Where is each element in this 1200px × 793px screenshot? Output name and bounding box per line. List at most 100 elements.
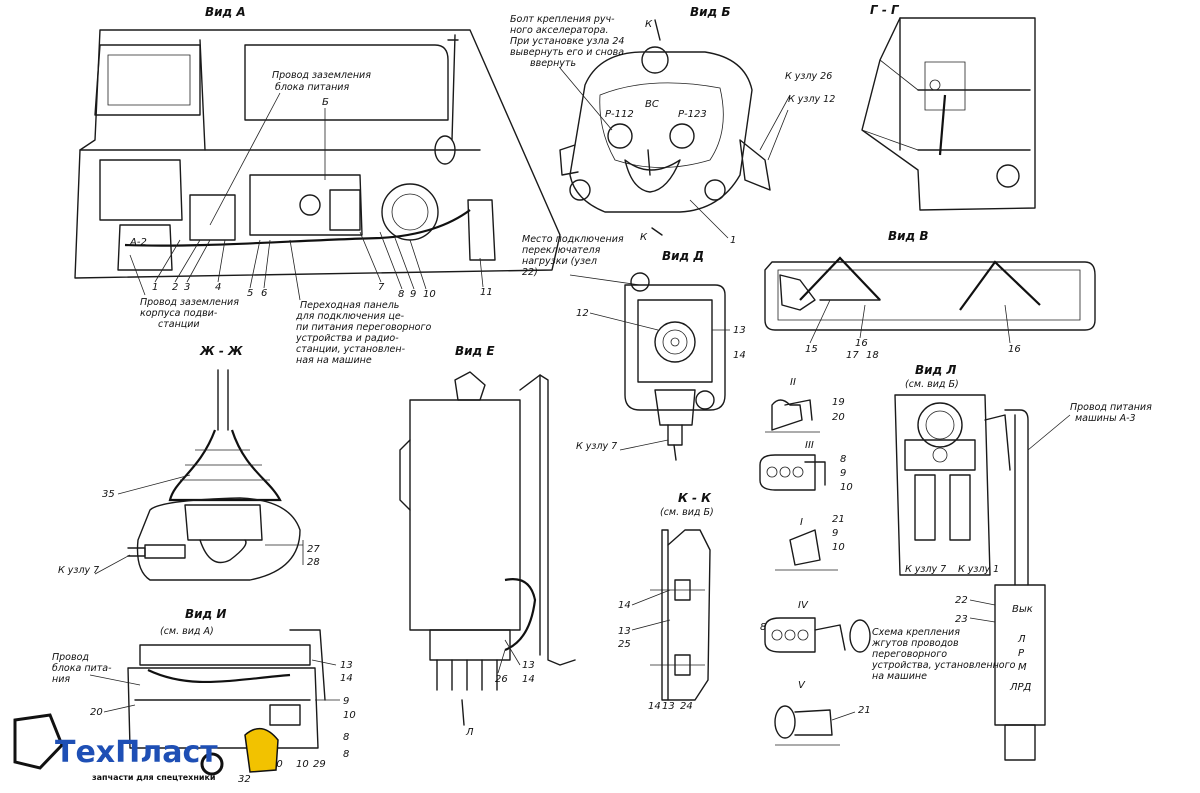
to-node1-l-label: К узлу 1 [958, 564, 999, 575]
sec-iv-label: IV [798, 600, 809, 611]
a-num-3: 3 [184, 282, 190, 293]
view-b-title: Вид Б [690, 5, 731, 19]
zh-num-27: 27 [307, 544, 320, 555]
kk-num-13b: 13 [662, 701, 675, 712]
route-note-3: переговорного [872, 649, 947, 660]
i-num-10b: 10 [296, 759, 309, 770]
adapter-note-1: Переходная панель [300, 300, 399, 311]
a-num-10: 10 [423, 289, 436, 300]
i-num-14: 14 [340, 673, 353, 684]
cable-sections: II 19 20 III 8 9 10 I 21 9 10 IV 8 V 21 … [759, 377, 1016, 746]
logo-excavator-icon [244, 727, 279, 773]
v-num-15: 15 [805, 344, 818, 355]
ground-body-note-3: станции [158, 319, 200, 330]
a-num-11: 11 [480, 287, 493, 298]
connect-note-2: переключателя [522, 245, 601, 256]
logo-wheel-icon [200, 752, 224, 776]
e-num-14: 14 [522, 674, 535, 685]
ground-body-note-2: корпуса подви- [140, 308, 218, 319]
to-node7-d-label: К узлу 7 [576, 441, 617, 452]
b-mark-label: Б [322, 97, 329, 108]
ground-power-note-2: блока питания [275, 82, 349, 93]
b-num-1: 1 [730, 235, 736, 246]
e-num-13: 13 [522, 660, 535, 671]
view-v: Вид В 15 16 16 17 18 [764, 229, 1096, 361]
adapter-note-3: пи питания переговорного [296, 322, 431, 333]
sec-num-21a: 21 [832, 514, 845, 525]
k-top-label: К [645, 19, 653, 30]
view-a-title: Вид А [205, 5, 246, 19]
kk-num-14: 14 [618, 600, 631, 611]
sec-iii-label: III [805, 440, 814, 451]
v-num-16b: 16 [855, 338, 868, 349]
view-i: Вид И (см. вид А) Провод блока пита- ния… [52, 607, 356, 785]
kk-num-24: 24 [680, 701, 693, 712]
adapter-note-5: станции, установлен- [296, 344, 406, 355]
e-arrow-l: Л [465, 727, 474, 738]
route-note-1: Схема крепления [872, 627, 960, 638]
wire-i-note-3: ния [52, 674, 70, 685]
i-num-10: 10 [343, 710, 356, 721]
bc-label: ВС [645, 99, 659, 110]
route-note-2: жгутов проводов [871, 638, 959, 649]
view-e: Вид Е Л 26 13 14 [399, 344, 576, 738]
view-d: Вид Д Место подключения переключателя на… [522, 234, 746, 461]
section-gg-title: Г - Г [870, 3, 900, 17]
wire-i-note-2: блока пита- [52, 663, 112, 674]
route-note-4: устройства, установленного [871, 660, 1016, 671]
sec-num-20: 20 [832, 412, 845, 423]
sec-ii-label: II [790, 377, 796, 388]
connect-note-4: 22) [522, 267, 538, 278]
p112-label: Р-112 [605, 109, 634, 120]
logo-tagline: запчасти для спецтехники [92, 773, 216, 782]
adapter-note-2: для подключения це- [295, 311, 405, 322]
kk-num-25: 25 [618, 639, 631, 650]
i-num-29: 29 [313, 759, 326, 770]
view-i-sub: (см. вид А) [160, 626, 214, 637]
logo-bucket-icon [13, 713, 64, 770]
view-v-title: Вид В [888, 229, 929, 243]
wire-i-note-1: Провод [52, 652, 89, 663]
l-num-23: 23 [955, 614, 968, 625]
sec-num-10b: 10 [832, 542, 845, 553]
i-num-32: 32 [238, 774, 251, 785]
view-l: Вид Л (см. вид Б) Вык Л Р М ЛРД 22 23 Пр… [894, 363, 1152, 761]
zh-num-28: 28 [307, 557, 320, 568]
a-num-9: 9 [410, 289, 416, 300]
bolts-note-2: ного акселератора. [510, 25, 608, 36]
kk-num-14b: 14 [648, 701, 661, 712]
adapter-note-6: ная на машине [296, 355, 372, 366]
a-num-8: 8 [398, 289, 404, 300]
sec-num-9a: 9 [840, 468, 846, 479]
a2-label: А-2 [129, 237, 147, 248]
sec-num-21b: 21 [858, 705, 871, 716]
sec-i-label: I [800, 517, 803, 528]
to-node7-zh-label: К узлу 7 [58, 565, 99, 576]
ground-body-note-1: Провод заземления [140, 297, 239, 308]
sec-v-label: V [798, 680, 806, 691]
sec-num-8a: 8 [840, 454, 846, 465]
view-a: Вид А А-2 Б Провод заземления блока пита… [74, 5, 561, 366]
l-m-letter: М [1018, 662, 1027, 673]
techplast-logo: ТехПласт запчасти для спецтехники [13, 713, 279, 782]
zh-num-35: 35 [102, 489, 115, 500]
view-l-sub: (см. вид Б) [905, 379, 959, 390]
bolts-note-3: При установке узла 24 [510, 36, 624, 47]
a-num-5: 5 [247, 288, 253, 299]
d-num-13: 13 [733, 325, 746, 336]
a-num-6: 6 [261, 288, 267, 299]
power-wire-note-2: машины А-3 [1075, 413, 1136, 424]
d-num-12: 12 [576, 308, 589, 319]
view-l-title: Вид Л [915, 363, 956, 377]
i-num-20: 20 [90, 707, 103, 718]
sec-num-19: 19 [832, 397, 845, 408]
d-num-14: 14 [733, 350, 746, 361]
connect-note-1: Место подключения [522, 234, 624, 245]
logo-brand: ТехПласт [55, 735, 218, 770]
to-node7-l-label: К узлу 7 [905, 564, 946, 575]
connect-note-3: нагрузки (узел [522, 256, 597, 267]
l-num-22: 22 [955, 595, 968, 606]
sec-num-8b: 8 [760, 622, 766, 633]
view-i-title: Вид И [185, 607, 226, 621]
